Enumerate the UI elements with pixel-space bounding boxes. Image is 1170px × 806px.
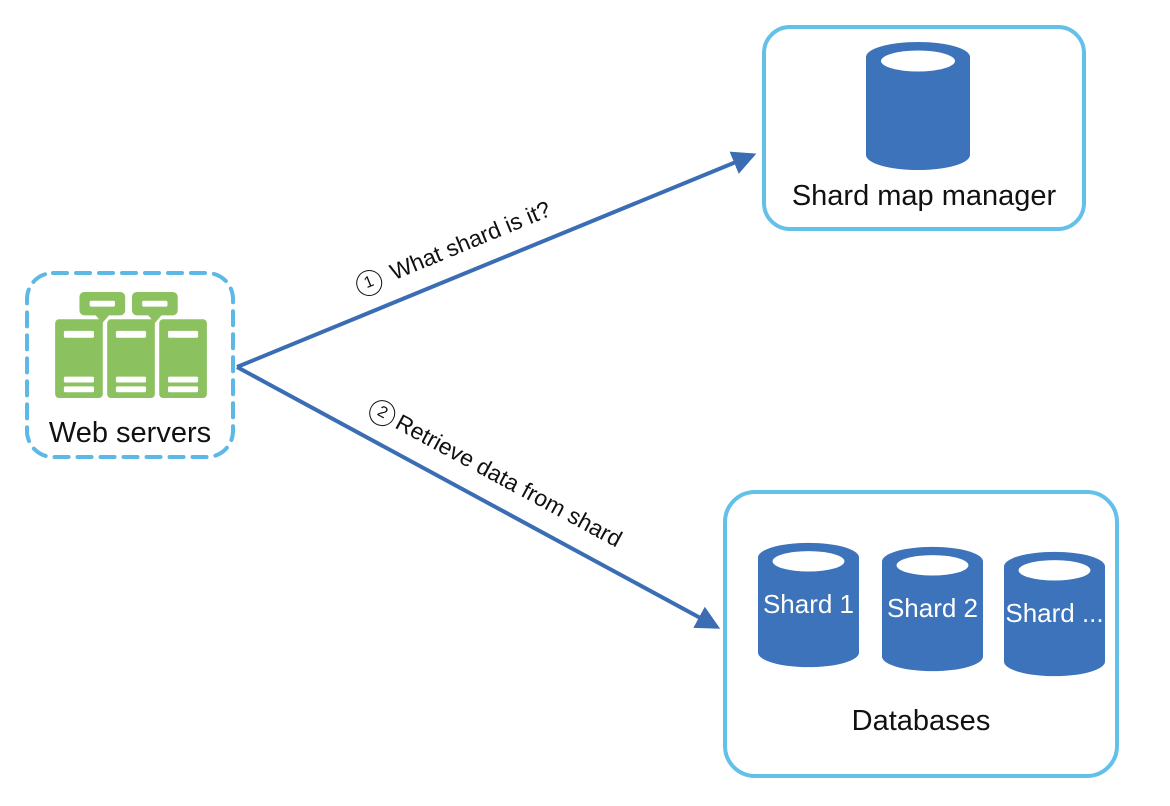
- arrow-1-text: What shard is it?: [386, 195, 555, 285]
- databases-label: Databases: [851, 705, 991, 737]
- shard-n-label: Shard ...: [1005, 598, 1104, 628]
- shard-1-label: Shard 1: [762, 589, 855, 619]
- shard-n: Shard ...: [1004, 548, 1105, 680]
- shard-1: Shard 1: [758, 539, 859, 671]
- shard-2-label: Shard 2: [886, 593, 979, 623]
- arrow-2-label: 2 Retrieve data from shard: [364, 395, 627, 553]
- databases-node: Shard 1 Shard 2 Shard ... Databases: [723, 490, 1119, 778]
- arrow-2-text: Retrieve data from shard: [391, 408, 627, 553]
- database-cylinder-icon: [866, 42, 970, 170]
- web-server-cluster-icon: [55, 292, 207, 399]
- shard-map-manager-node: Shard map manager: [762, 25, 1086, 231]
- web-servers-label: Web servers: [48, 417, 212, 449]
- step-1-circled-number: 1: [352, 265, 386, 300]
- web-servers-node: Web servers: [25, 271, 235, 459]
- shard-map-manager-label: Shard map manager: [791, 180, 1057, 212]
- shard-2: Shard 2: [882, 543, 983, 675]
- arrow-2-line: [236, 365, 721, 629]
- dashed-border-frame: [25, 271, 235, 459]
- arrow-1-label: 1 What shard is it?: [352, 196, 555, 300]
- arrow-1-line: [236, 151, 757, 369]
